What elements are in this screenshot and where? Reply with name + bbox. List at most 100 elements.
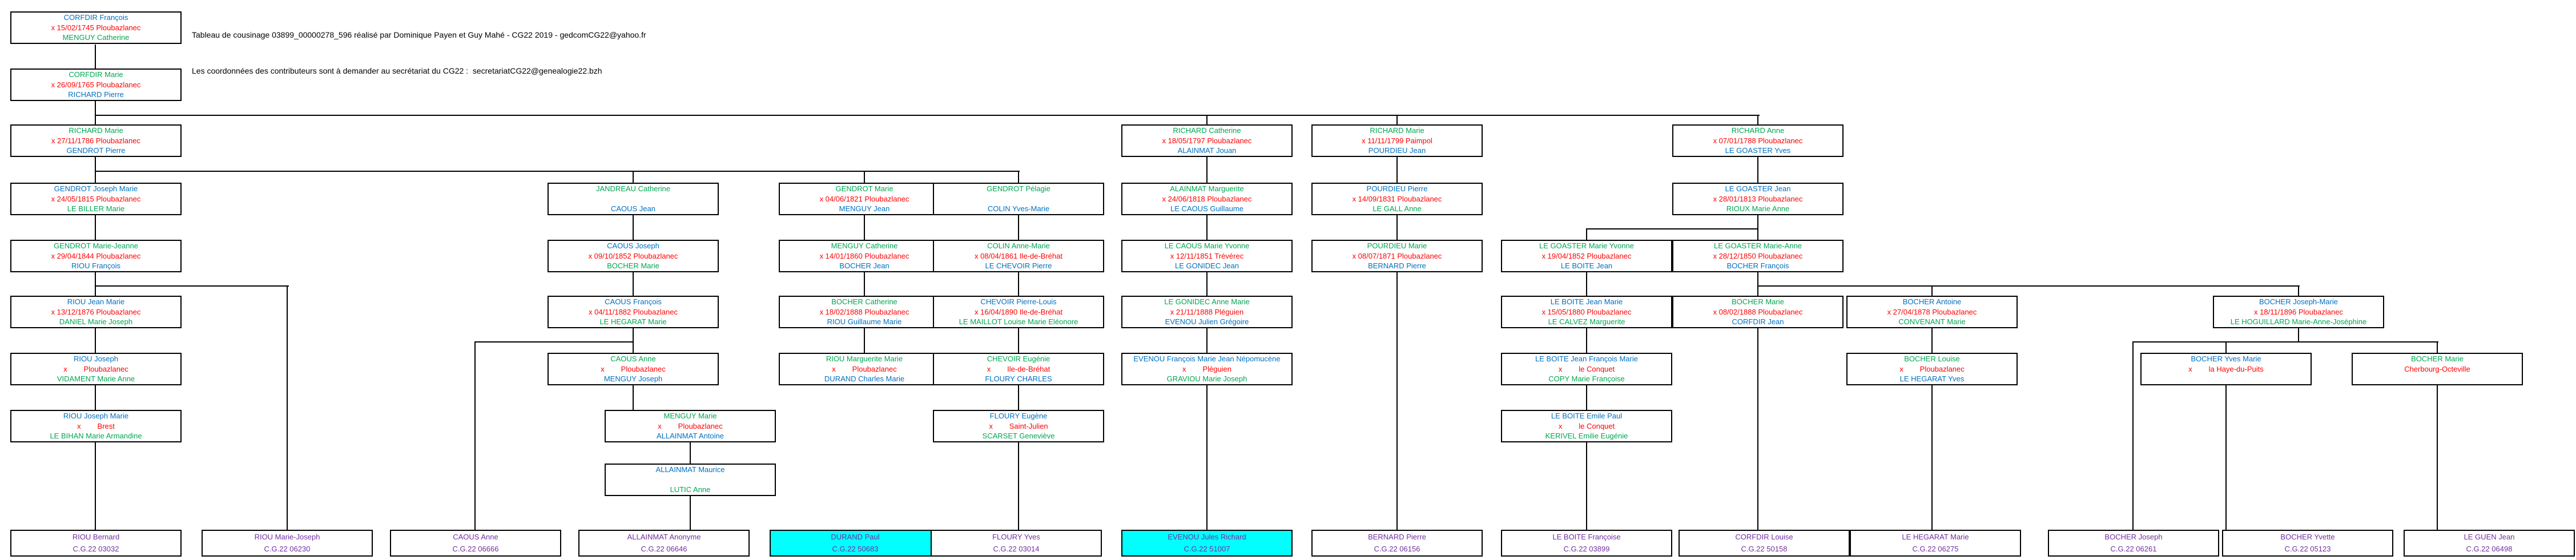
- connector-line: [95, 171, 1020, 172]
- person-name: CHEVOIR Eugénie: [987, 354, 1050, 363]
- spouse-name: RIOU Guillaume Marie: [827, 317, 902, 327]
- marriage-info: x Ploubazlanec: [832, 364, 897, 373]
- spouse-name: LE HEGARAT Yves: [1899, 374, 1965, 384]
- spouse-name: BOCHER Jean: [839, 261, 889, 271]
- person-name: EVENOU François Marie Jean Népomucène: [1133, 354, 1281, 363]
- connector-line: [95, 385, 96, 410]
- spouse-name: EVENOU Julien Grégoire: [1165, 317, 1249, 327]
- marriage-info: x 14/01/1860 Ploubazlanec: [819, 251, 909, 260]
- spouse-name: LUTIC Anne: [670, 485, 711, 494]
- marriage-info: [606, 475, 775, 485]
- person-name: LE BOITE Emile Paul: [1551, 412, 1623, 420]
- connector-line: [1206, 272, 1208, 296]
- person-name: CORFDIR François: [63, 13, 128, 22]
- person-name: JANDREAU Catherine: [595, 184, 671, 193]
- terminal-person-name: CAOUS Anne: [453, 533, 498, 541]
- spouse-name: RICHARD Pierre: [68, 90, 124, 99]
- connector-line: [1206, 385, 1208, 530]
- spouse-name: MENGUY Jean: [839, 204, 890, 213]
- spouse-name: SCARSET Geneviève: [982, 432, 1055, 441]
- marriage-info: x 29/04/1844 Ploubazlanec: [51, 251, 141, 260]
- connector-line: [1018, 215, 1019, 240]
- terminal-person-name: BERNARD Pierre: [1368, 533, 1426, 541]
- marriage-info: x 19/04/1852 Ploubazlanec: [1541, 251, 1632, 260]
- marriage-info: x Ploubazlanec: [1899, 364, 1965, 373]
- marriage-info: x 27/04/1878 Ploubazlanec: [1887, 307, 1977, 316]
- connector-line: [864, 215, 865, 240]
- connector-line: [1586, 328, 1587, 353]
- marriage-info: x 08/07/1871 Ploubazlanec: [1352, 251, 1442, 260]
- connector-line: [2437, 385, 2438, 530]
- spouse-name: LE HOGUILLARD Marie-Anne-Joséphine: [2230, 317, 2367, 327]
- marriage-info: x 28/01/1813 Ploubazlanec: [1713, 194, 1803, 203]
- marriage-info: x 18/11/1896 Ploubazlanec: [2254, 307, 2343, 316]
- spouse-name: LE CHEVOIR Pierre: [985, 261, 1052, 271]
- marriage-info: x 11/11/1799 Paimpol: [1362, 136, 1432, 145]
- connector-line: [95, 101, 96, 116]
- marriage-info: x Saint-Julien: [989, 421, 1048, 430]
- marriage-info: x Brest: [77, 421, 115, 430]
- connector-line: [633, 272, 634, 296]
- connector-line: [1018, 385, 1019, 410]
- terminal-person-name: LE HEGARAT Marie: [1902, 533, 1969, 541]
- person-name: ALAINMAT Marguerite: [1170, 184, 1244, 193]
- person-name: BOCHER Antoine: [1902, 297, 1962, 306]
- marriage-info: [934, 194, 1103, 204]
- spouse-name: BOCHER François: [1726, 261, 1789, 271]
- person-name: CAOUS Joseph: [607, 241, 659, 250]
- spouse-name: MENGUY Catherine: [62, 33, 130, 42]
- spouse-name: COPY Marie Françoise: [1548, 374, 1625, 384]
- connector-line: [95, 442, 96, 530]
- marriage-info: x 15/02/1745 Ploubazlanec: [51, 23, 141, 32]
- spouse-name: [2142, 374, 2311, 384]
- connector-line: [287, 285, 288, 530]
- person-name: BOCHER Marie: [2411, 354, 2464, 363]
- connector-line: [2225, 341, 2227, 353]
- person-name: RICHARD Marie: [1370, 126, 1424, 135]
- terminal-cg22-code: C.G.22 51007: [1184, 545, 1230, 553]
- person-name: LE GOASTER Jean: [1725, 184, 1791, 193]
- person-name: RIOU Joseph Marie: [63, 412, 129, 420]
- person-name: LE BOITE Jean François Marie: [1535, 354, 1638, 363]
- terminal-person-name: LE BOITE Françoise: [1552, 533, 1621, 541]
- person-name: GENDROT Marie-Jeanne: [54, 241, 138, 250]
- spouse-name: DANIEL Marie Joseph: [59, 317, 133, 327]
- person-name: LE GOASTER Marie Yvonne: [1539, 241, 1634, 250]
- marriage-info: x Pléguien: [1182, 364, 1231, 373]
- person-name: RICHARD Anne: [1731, 126, 1785, 135]
- chart-title: Tableau de cousinage 03899_00000278_596 …: [192, 5, 646, 101]
- person-name: MENGUY Catherine: [831, 241, 898, 250]
- connector-line: [95, 285, 289, 287]
- person-name: ALLAINMAT Maurice: [655, 465, 725, 474]
- connector-line: [1586, 385, 1587, 410]
- spouse-name: ALAINMAT Jouan: [1177, 146, 1237, 155]
- terminal-cg22-code: C.G.22 06261: [2110, 545, 2157, 553]
- spouse-name: POURDIEU Jean: [1368, 146, 1426, 155]
- person-name: BOCHER Yves Marie: [2191, 354, 2261, 363]
- connector-line: [633, 328, 634, 341]
- spouse-name: DURAND Charles Marie: [824, 374, 905, 384]
- person-name: RIOU Jean Marie: [67, 297, 125, 306]
- marriage-info: x 04/06/1821 Ploubazlanec: [819, 194, 909, 203]
- connector-line: [633, 171, 634, 183]
- person-name: MENGUY Marie: [663, 412, 717, 420]
- marriage-info: x Ile-de-Bréhat: [987, 364, 1050, 373]
- connector-line: [2437, 341, 2438, 353]
- terminal-cg22-code: C.G.22 06666: [452, 545, 499, 553]
